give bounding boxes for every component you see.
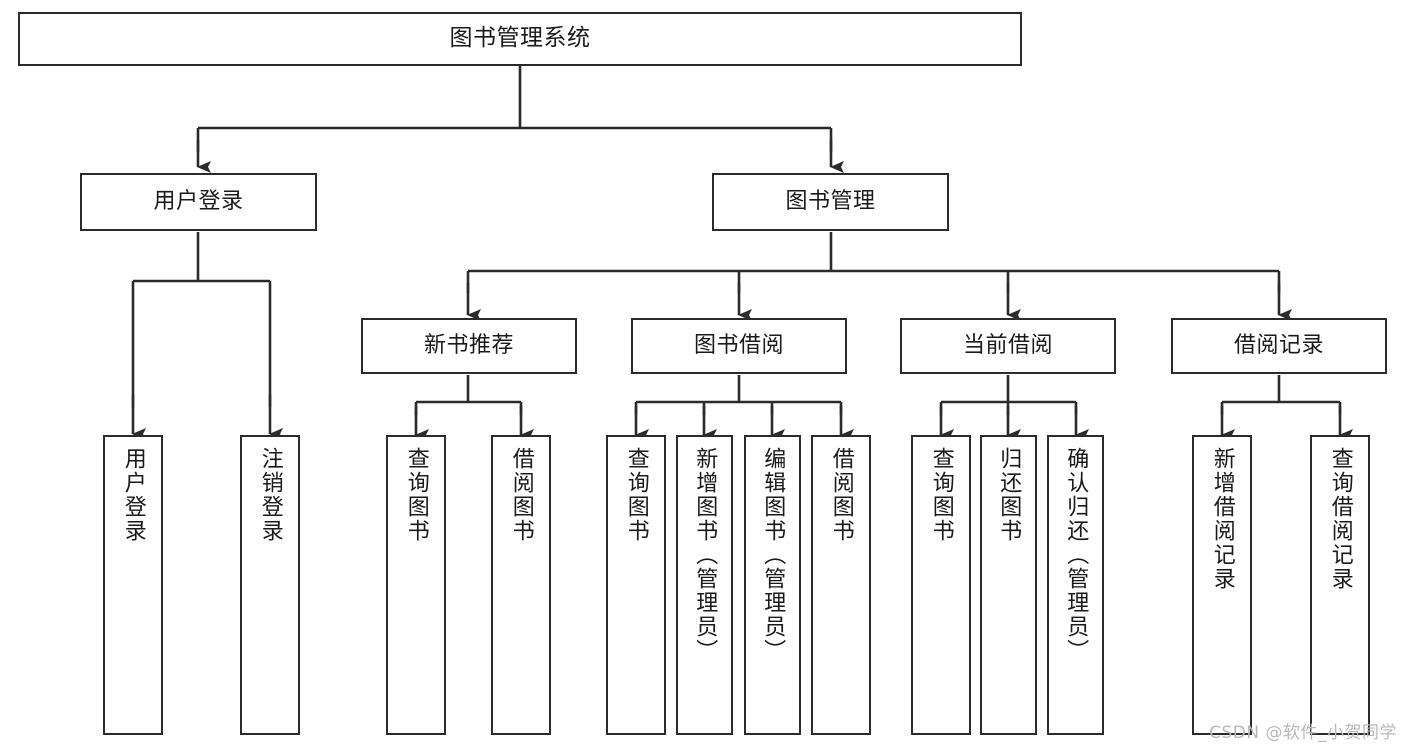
node-label: 图书管理系统: [449, 25, 591, 52]
node-book-borrow[interactable]: 图书借阅: [631, 318, 847, 374]
node-label: 用户登录: [153, 188, 244, 214]
node-label: 编辑图书（管理员）: [760, 447, 786, 663]
leaf-user-login[interactable]: 用户登录: [103, 435, 163, 735]
node-label: 查询图书: [928, 447, 954, 543]
node-borrow-record[interactable]: 借阅记录: [1171, 318, 1387, 374]
leaf-query-book-current[interactable]: 查询图书: [911, 435, 971, 735]
node-label: 用户登录: [120, 447, 146, 543]
node-current-borrow[interactable]: 当前借阅: [900, 318, 1116, 374]
leaf-logout-login[interactable]: 注销登录: [240, 435, 300, 735]
leaf-query-book-recommend[interactable]: 查询图书: [386, 435, 446, 735]
node-label: 借阅图书: [508, 447, 534, 543]
leaf-borrow-book-borrow[interactable]: 借阅图书: [811, 435, 871, 735]
node-label: 新书推荐: [423, 332, 514, 358]
node-book-management[interactable]: 图书管理: [712, 173, 949, 231]
leaf-query-book-borrow[interactable]: 查询图书: [606, 435, 666, 735]
node-label: 查询图书: [403, 447, 429, 543]
node-new-book-recommend[interactable]: 新书推荐: [361, 318, 577, 374]
node-label: 新增借阅记录: [1209, 447, 1235, 591]
node-label: 新增图书（管理员）: [692, 447, 718, 663]
node-label: 借阅图书: [828, 447, 854, 543]
leaf-add-book-admin[interactable]: 新增图书（管理员）: [676, 435, 733, 735]
leaf-add-borrow-record[interactable]: 新增借阅记录: [1192, 435, 1252, 735]
watermark: CSDN @软件_小贺同学: [1209, 723, 1397, 743]
node-label: 查询图书: [623, 447, 649, 543]
leaf-edit-book-admin[interactable]: 编辑图书（管理员）: [744, 435, 801, 735]
node-label: 归还图书: [996, 447, 1022, 543]
node-label: 图书管理: [785, 188, 876, 214]
leaf-query-borrow-record[interactable]: 查询借阅记录: [1310, 435, 1370, 735]
leaf-borrow-book-recommend[interactable]: 借阅图书: [491, 435, 551, 735]
leaf-return-book[interactable]: 归还图书: [980, 435, 1037, 735]
leaf-confirm-return-admin[interactable]: 确认归还（管理员）: [1047, 435, 1104, 735]
node-user-login[interactable]: 用户登录: [80, 173, 317, 231]
node-label: 当前借阅: [962, 332, 1053, 358]
node-label: 确认归还（管理员）: [1063, 447, 1089, 663]
node-label: 注销登录: [257, 447, 283, 543]
node-label: 借阅记录: [1233, 332, 1324, 358]
node-label: 查询借阅记录: [1327, 447, 1353, 591]
node-label: 图书借阅: [693, 332, 784, 358]
node-root-book-management-system[interactable]: 图书管理系统: [18, 12, 1022, 66]
